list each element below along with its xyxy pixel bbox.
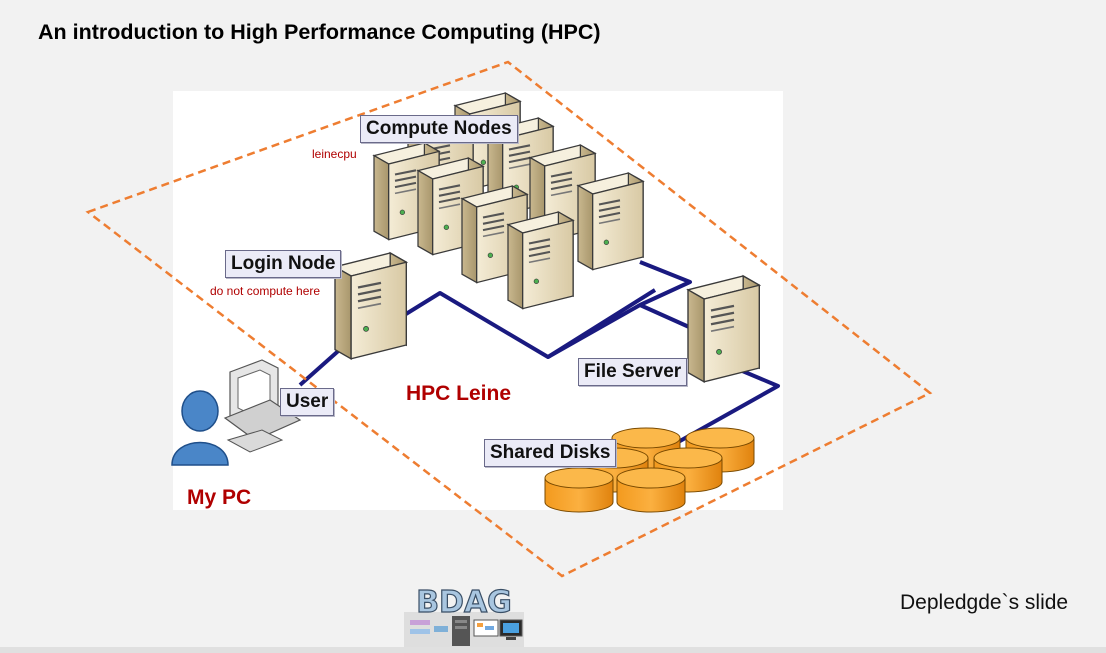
slide-credit: Depledgde`s slide xyxy=(900,591,1069,614)
user-person-icon xyxy=(171,390,229,466)
compute-note: leinecpu xyxy=(312,147,357,161)
user-label: User xyxy=(280,388,335,416)
slide-title: An introduction to High Performance Comp… xyxy=(38,20,601,44)
file-server-server xyxy=(686,274,761,383)
bdag-logo: BDAG xyxy=(404,584,524,648)
compute-nodes-label: Compute Nodes xyxy=(360,115,518,143)
cluster-name: HPC Leine xyxy=(406,382,512,405)
file-server-label: File Server xyxy=(578,358,688,386)
my-pc-label: My PC xyxy=(187,486,252,509)
bdag-logo-text: BDAG xyxy=(416,585,512,620)
shared-disks-label: Shared Disks xyxy=(484,439,617,467)
footer-divider xyxy=(0,647,1106,653)
workstation-icon xyxy=(223,359,302,453)
login-note: do not compute here xyxy=(210,284,321,298)
login-node-server xyxy=(333,251,408,360)
login-node-label: Login Node xyxy=(225,250,342,278)
hpc-boundary xyxy=(85,60,933,578)
